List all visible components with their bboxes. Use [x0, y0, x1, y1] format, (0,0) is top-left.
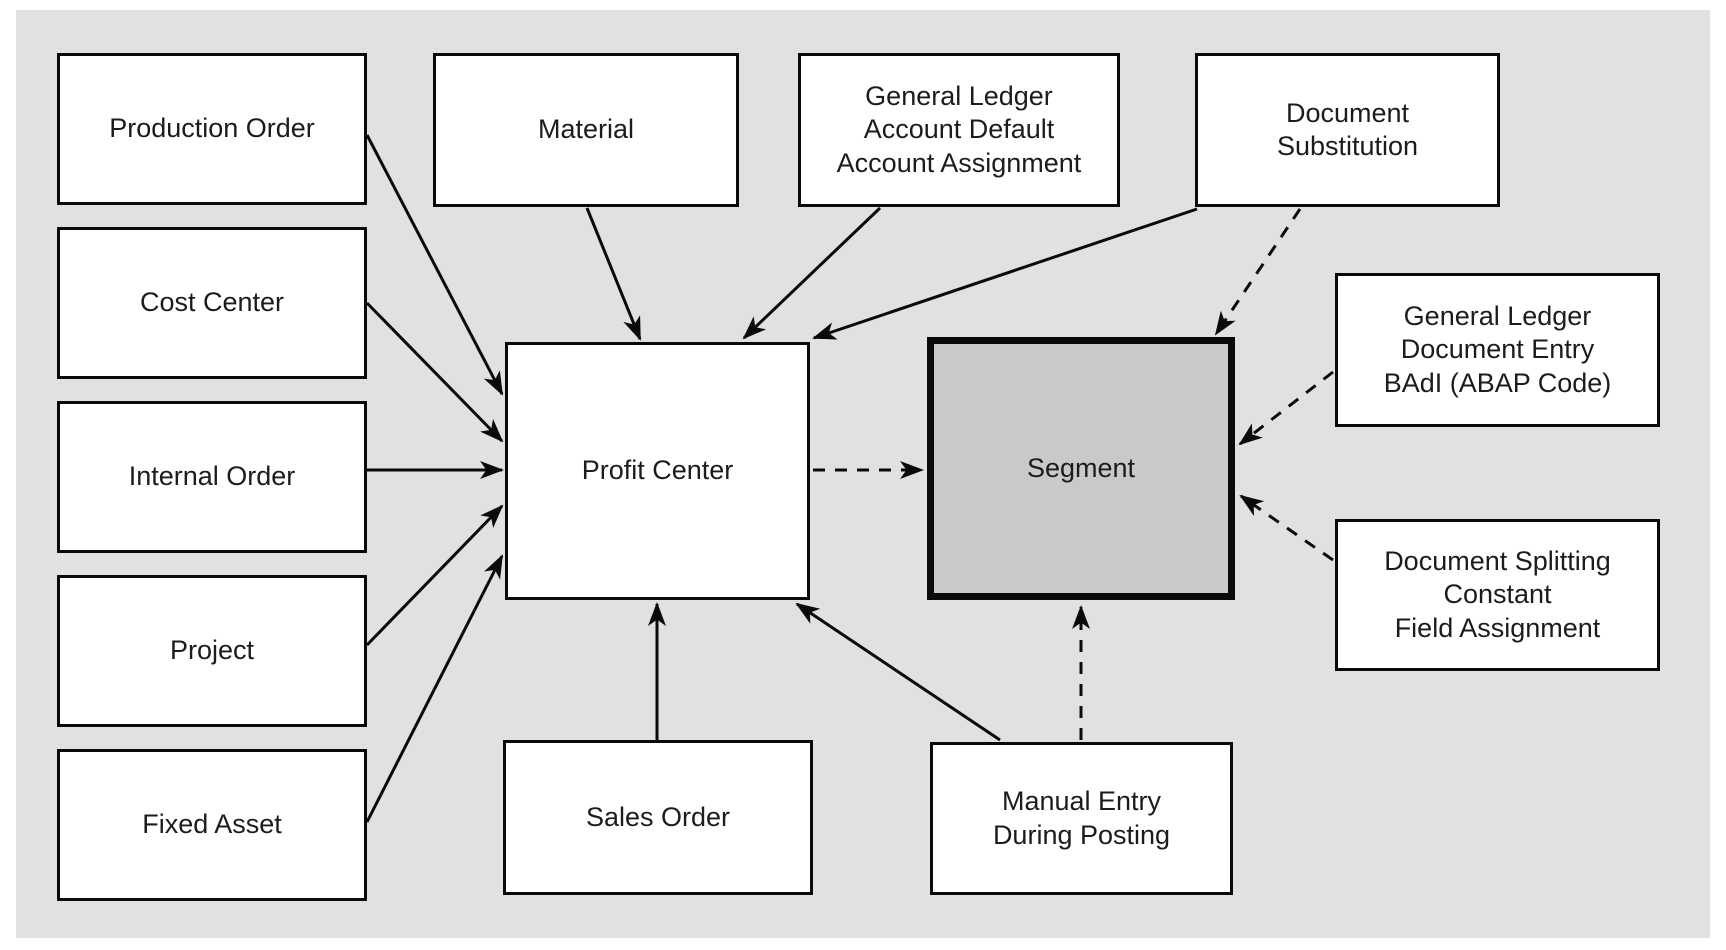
node-sales-order-label: Sales Order: [585, 801, 731, 832]
node-production-order: Production Order: [57, 53, 367, 205]
node-project-label: Project: [169, 635, 255, 666]
node-profit-center-label: Profit Center: [581, 455, 734, 486]
node-fixed-asset-label: Fixed Asset: [142, 809, 282, 840]
node-cost-center-label: Cost Center: [139, 287, 285, 318]
node-gl-account-default: General Ledger Account Default Account A…: [798, 53, 1120, 207]
node-production-order-label: Production Order: [109, 113, 315, 144]
node-fixed-asset: Fixed Asset: [57, 749, 367, 901]
node-cost-center: Cost Center: [57, 227, 367, 379]
node-segment-label: Segment: [1026, 452, 1136, 483]
node-document-substitution-label: Document Substitution: [1276, 97, 1419, 161]
node-profit-center: Profit Center: [505, 342, 810, 600]
node-internal-order: Internal Order: [57, 401, 367, 553]
node-sales-order: Sales Order: [503, 740, 813, 895]
node-internal-order-label: Internal Order: [128, 461, 296, 492]
node-project: Project: [57, 575, 367, 727]
node-material: Material: [433, 53, 739, 207]
node-material-label: Material: [537, 114, 635, 145]
node-manual-entry: Manual Entry During Posting: [930, 742, 1233, 895]
node-document-splitting: Document Splitting Constant Field Assign…: [1335, 519, 1660, 671]
node-gl-document-entry-badi-label: General Ledger Document Entry BAdI (ABAP…: [1383, 300, 1612, 398]
node-gl-account-default-label: General Ledger Account Default Account A…: [836, 80, 1082, 178]
node-gl-document-entry-badi: General Ledger Document Entry BAdI (ABAP…: [1335, 273, 1660, 427]
node-document-splitting-label: Document Splitting Constant Field Assign…: [1384, 545, 1611, 643]
node-manual-entry-label: Manual Entry During Posting: [992, 786, 1171, 850]
node-segment: Segment: [927, 337, 1235, 600]
node-document-substitution: Document Substitution: [1195, 53, 1500, 207]
